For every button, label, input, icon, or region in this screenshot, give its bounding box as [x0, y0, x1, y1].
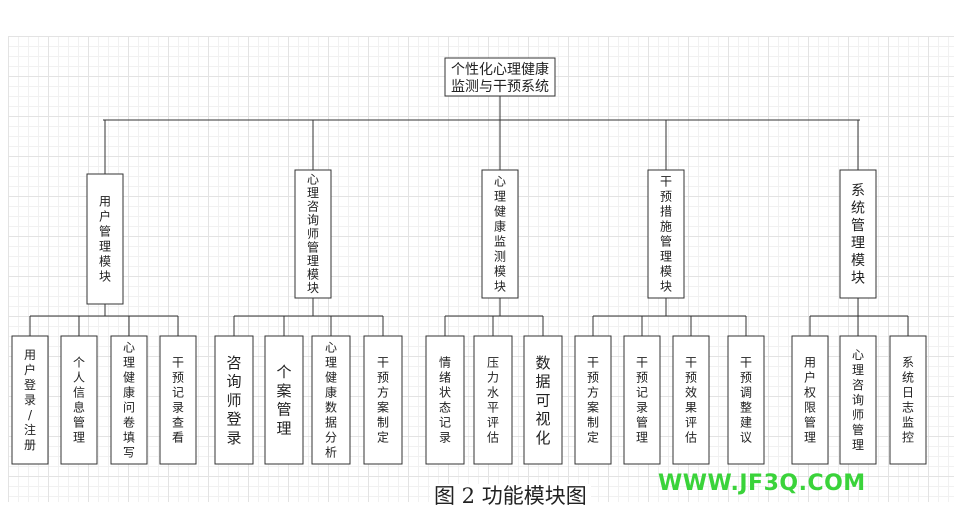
child-label: 个人信息管理 [73, 356, 85, 445]
child-label: 干预效果评估 [685, 356, 697, 445]
child-label: 干预记录查看 [172, 356, 184, 445]
watermark-text: WWW.JF3Q.COM [658, 471, 866, 496]
child-box [839, 335, 877, 465]
child-label: 心理健康数据分析 [325, 341, 337, 460]
module-label: 心理健康监测模块 [494, 175, 506, 294]
child-box [889, 335, 927, 465]
child-label: 用户登录/注册 [24, 348, 36, 452]
child-label: 干预调整建议 [740, 356, 752, 445]
child-box [523, 335, 563, 465]
child-label: 咨询师登录 [226, 354, 241, 447]
child-box [214, 335, 254, 465]
child-box [623, 335, 661, 465]
child-box [473, 335, 513, 465]
child-box [11, 335, 49, 465]
child-box [264, 335, 304, 465]
child-label: 数据可视化 [535, 354, 550, 447]
child-label: 干预记录管理 [636, 356, 648, 445]
child-box [425, 335, 465, 465]
child-label: 个案管理 [276, 363, 291, 437]
module-label: 系统管理模块 [851, 183, 865, 287]
module-label: 心理咨询师管理模块 [307, 173, 319, 295]
child-box [311, 335, 351, 465]
child-label: 干预方案制定 [377, 356, 389, 445]
child-label: 干预方案制定 [587, 356, 599, 445]
child-box [672, 335, 710, 465]
child-box [110, 335, 148, 465]
child-label: 压力水平评估 [487, 356, 499, 445]
module-box [86, 173, 124, 305]
module-box [481, 169, 519, 299]
child-box [60, 335, 98, 465]
module-box [839, 169, 877, 299]
child-label: 用户权限管理 [804, 356, 816, 445]
root-label: 个性化心理健康监测与干预系统 [451, 61, 549, 95]
module-label: 干预措施管理模块 [660, 175, 672, 294]
child-label: 系统日志监控 [902, 356, 914, 445]
child-box [363, 335, 403, 465]
module-box [647, 169, 685, 299]
child-label: 心理健康问卷填写 [123, 341, 135, 460]
child-box [727, 335, 765, 465]
module-label: 用户管理模块 [99, 195, 111, 284]
child-box [159, 335, 197, 465]
child-label: 心理咨询师管理 [852, 348, 864, 452]
module-box [294, 169, 332, 299]
child-box [574, 335, 612, 465]
child-label: 情绪状态记录 [439, 356, 451, 445]
figure-caption: 图 2 功能模块图 [430, 484, 591, 508]
child-box [791, 335, 829, 465]
